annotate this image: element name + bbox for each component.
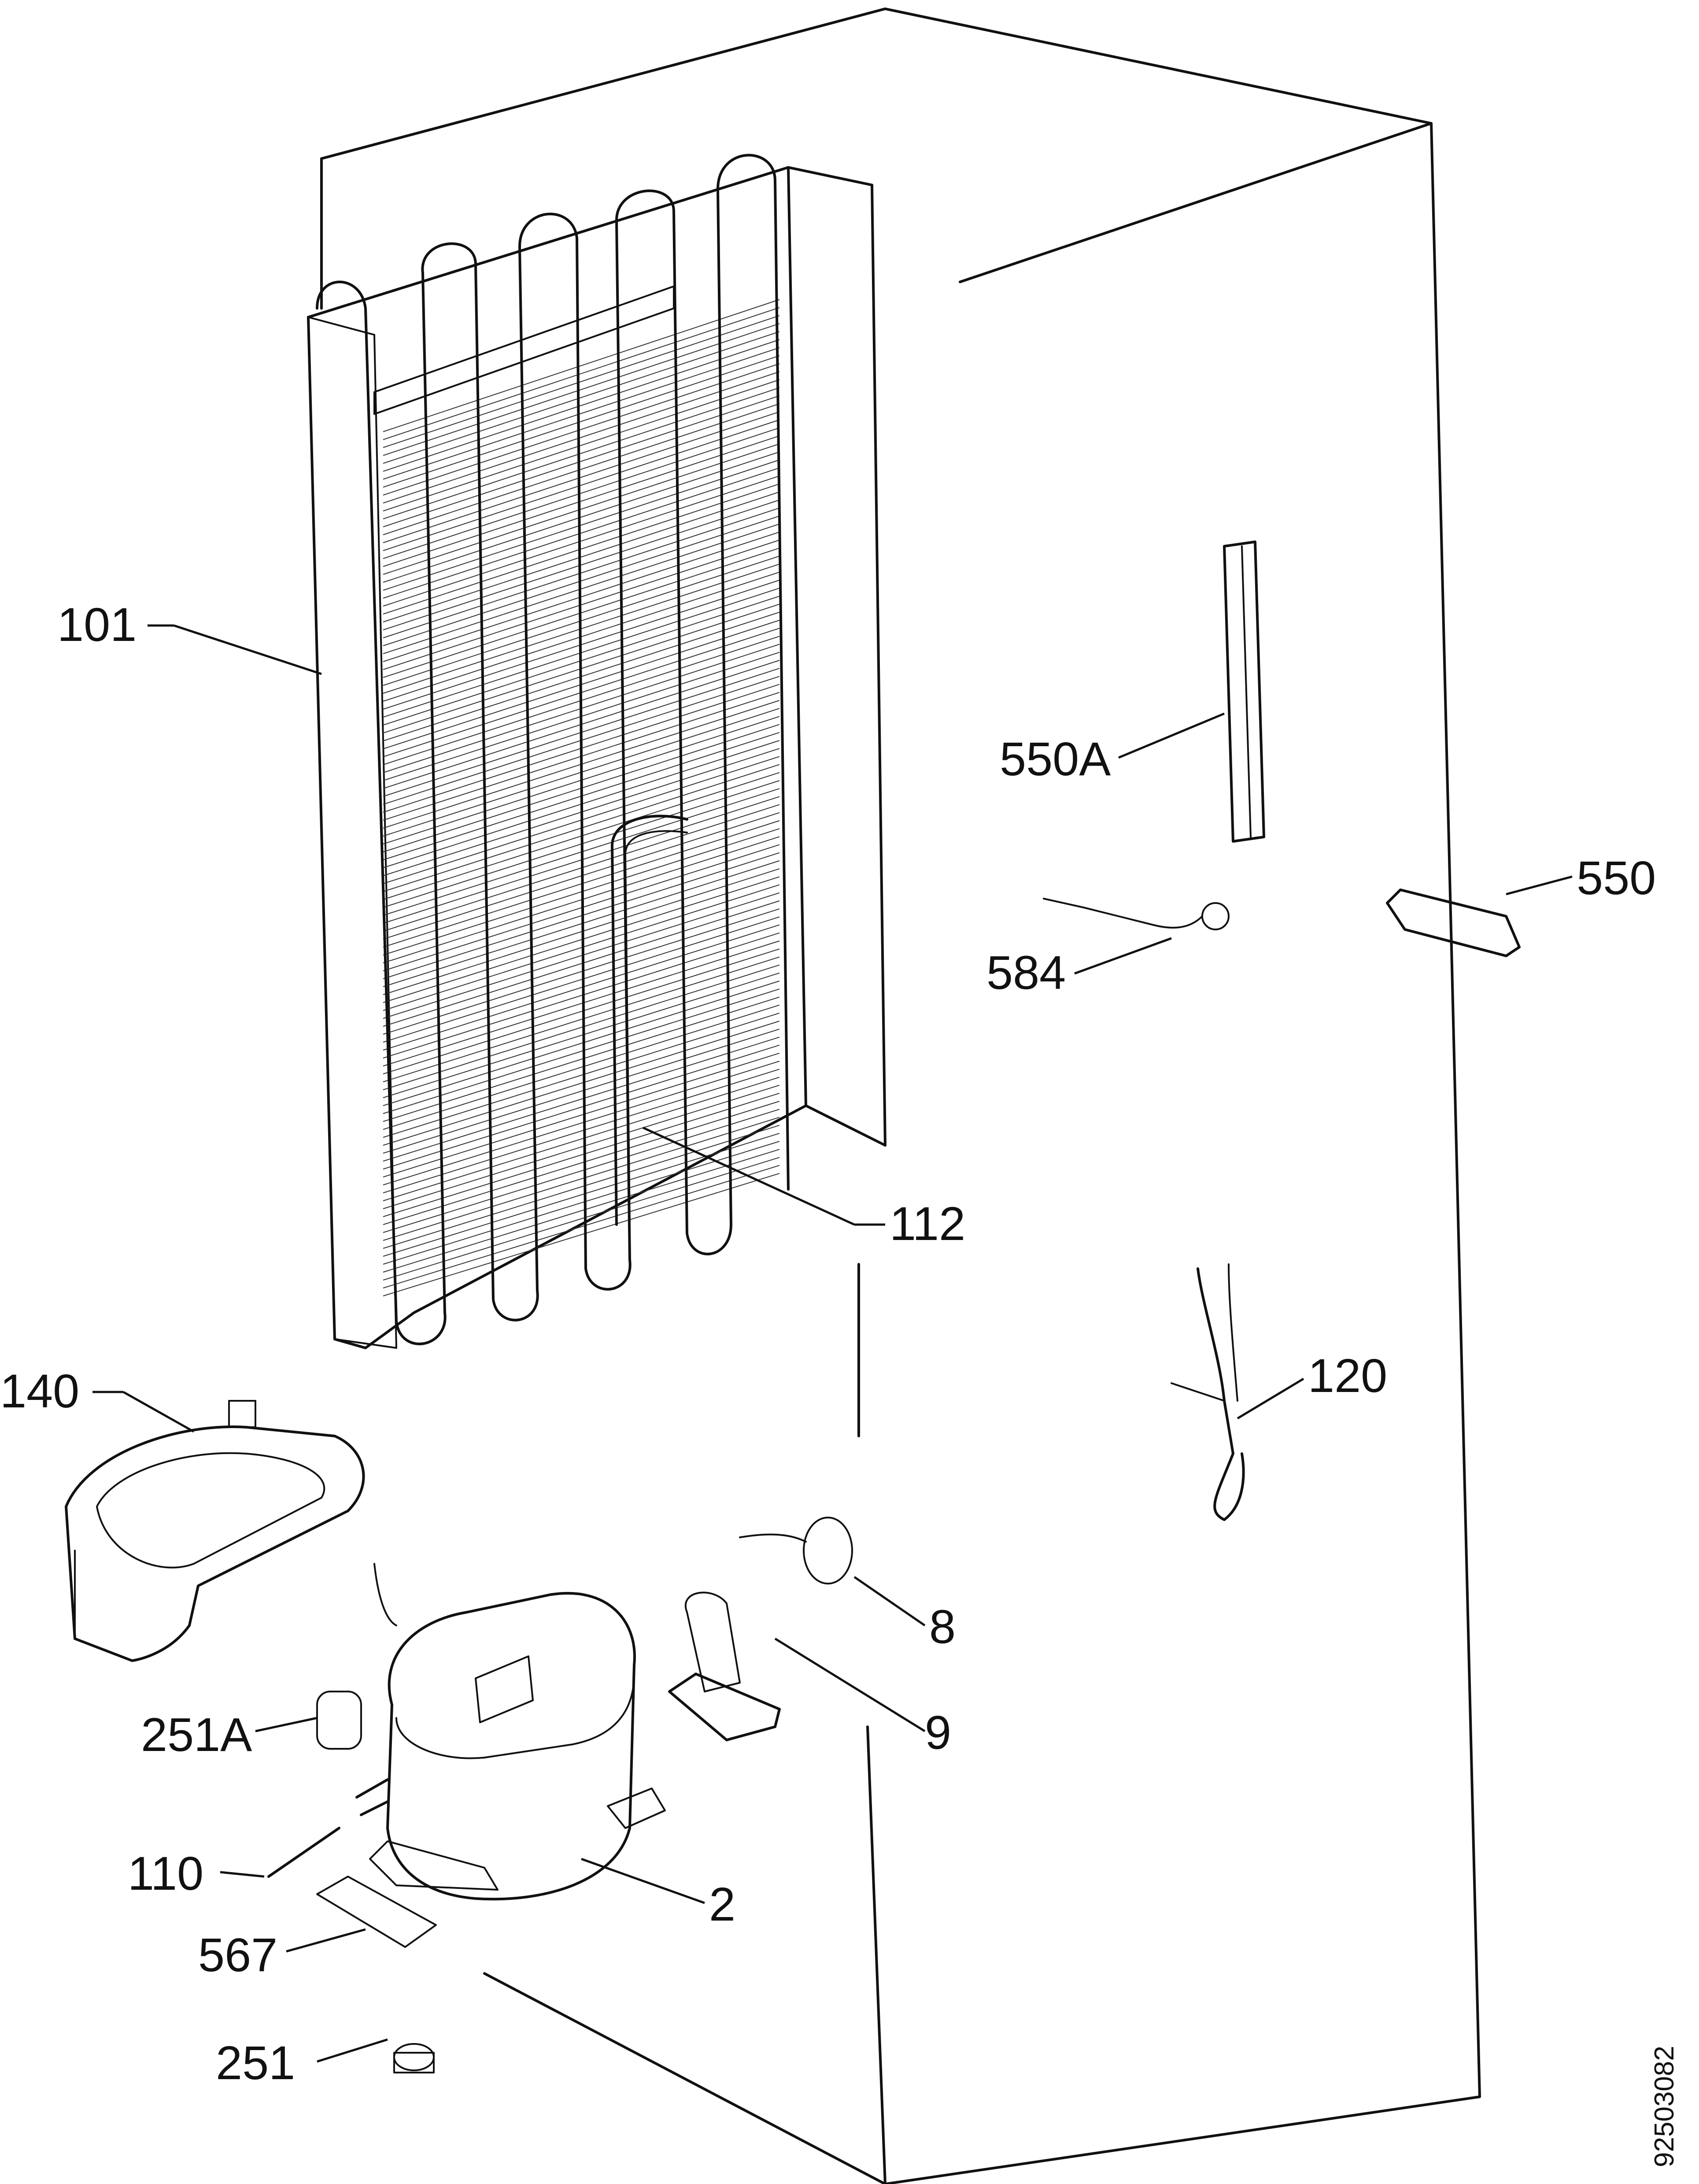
document-number: 92503082 xyxy=(1649,2046,1680,2167)
label-140: 140 xyxy=(0,1364,79,1418)
condenser-fin-line xyxy=(383,491,780,622)
cabinet-outline xyxy=(320,7,1481,2184)
leader-lines xyxy=(92,624,1573,2063)
condenser-fin-line xyxy=(383,371,780,503)
condenser-fin-line xyxy=(383,1173,780,1296)
condenser-fin-line xyxy=(383,1069,780,1193)
condenser-fin-line xyxy=(383,1036,780,1162)
condenser-fin-line xyxy=(383,996,780,1122)
condenser-fin-line xyxy=(383,988,780,1114)
condenser-fin-line xyxy=(383,1092,780,1217)
condenser-fin-line xyxy=(383,1021,780,1146)
condenser-fin-line xyxy=(383,507,780,638)
condenser-fin-line xyxy=(383,1077,780,1201)
condenser-fin-line xyxy=(383,1133,780,1257)
condenser-fin-line xyxy=(383,860,780,987)
condenser-fin-line xyxy=(383,1149,780,1273)
label-112: 112 xyxy=(890,1197,965,1250)
condenser-fin-line xyxy=(383,451,780,583)
condenser-fin-line xyxy=(383,443,780,575)
condenser-fin-line xyxy=(383,323,780,456)
condenser-fin-line xyxy=(383,435,780,567)
condenser-fin-line xyxy=(383,475,780,607)
condenser-fin-line xyxy=(383,932,780,1059)
label-251a: 251A xyxy=(141,1708,252,1761)
condenser-fin-line xyxy=(383,1125,780,1249)
condenser-fin-line xyxy=(383,307,780,440)
condenser-fin-line xyxy=(383,339,780,472)
condenser-fin-line xyxy=(383,331,780,464)
condenser-fin-line xyxy=(383,1029,780,1154)
condenser-fin-line xyxy=(383,924,780,1051)
condenser-fin-line xyxy=(383,531,780,662)
condenser-fin-line xyxy=(383,964,780,1090)
condenser-fin-line xyxy=(383,1165,780,1288)
condenser-fin-line xyxy=(383,868,780,995)
condenser-fin-line xyxy=(383,467,780,599)
label-120: 120 xyxy=(1308,1349,1387,1402)
condenser-fin-line xyxy=(383,379,780,511)
condenser-fin-line xyxy=(383,299,780,432)
condenser-fin-line xyxy=(383,419,780,551)
condenser-fin-line xyxy=(383,363,780,496)
small-parts xyxy=(267,540,1521,2073)
condenser-fin-line xyxy=(383,315,780,448)
label-550: 550 xyxy=(1577,851,1656,904)
condenser-fins xyxy=(383,299,780,1296)
label-9: 9 xyxy=(925,1706,951,1759)
label-251: 251 xyxy=(216,2036,295,2089)
condenser-fin-line xyxy=(383,1101,780,1225)
label-550a: 550A xyxy=(1000,732,1111,785)
label-110: 110 xyxy=(128,1847,203,1900)
label-101: 101 xyxy=(57,598,137,651)
condenser-fin-line xyxy=(383,1061,780,1185)
condenser-fin-line xyxy=(383,411,780,543)
condenser-fin-line xyxy=(383,387,780,519)
label-8: 8 xyxy=(929,1600,956,1653)
condenser-fin-line xyxy=(383,956,780,1082)
drip-tray xyxy=(65,1400,365,1662)
condenser-fin-line xyxy=(383,515,780,646)
condenser-fin-line xyxy=(383,940,780,1066)
condenser-fin-line xyxy=(383,1117,780,1241)
condenser-fin-line xyxy=(383,1141,780,1265)
label-584: 584 xyxy=(986,946,1066,999)
condenser-fin-line xyxy=(383,948,780,1074)
condenser-fin-line xyxy=(383,852,780,979)
condenser-fin-line xyxy=(383,1157,780,1281)
condenser-fin-line xyxy=(383,876,780,1003)
condenser-fin-line xyxy=(383,892,780,1019)
condenser-fin-line xyxy=(383,523,780,654)
condenser-fin-line xyxy=(383,500,780,630)
condenser-fin-line xyxy=(383,884,780,1011)
condenser-fin-line xyxy=(383,1052,780,1177)
condenser-fin-line xyxy=(383,900,780,1027)
condenser-fin-line xyxy=(383,395,780,527)
condenser-fin-line xyxy=(383,347,780,480)
condenser-fin-line xyxy=(383,916,780,1043)
condenser-fin-line xyxy=(383,1085,780,1209)
condenser-fin-line xyxy=(383,981,780,1106)
condenser-fin-line xyxy=(383,355,780,488)
condenser-fin-line xyxy=(383,972,780,1098)
condenser-fin-line xyxy=(383,403,780,535)
condenser-fin-line xyxy=(383,427,780,559)
condenser-fin-line xyxy=(383,483,780,614)
label-567: 567 xyxy=(198,1928,277,1981)
condenser xyxy=(307,154,886,1349)
label-2: 2 xyxy=(709,1877,735,1931)
condenser-fin-line xyxy=(383,459,780,591)
condenser-fin-line xyxy=(383,908,780,1035)
condenser-fin-line xyxy=(383,1044,780,1170)
condenser-fin-line xyxy=(383,1004,780,1130)
condenser-fin-line xyxy=(383,1012,780,1138)
compressor xyxy=(369,1563,666,1901)
condenser-fin-line xyxy=(383,1109,780,1233)
part-labels: 101 112 140 251A 110 567 251 2 9 8 550A … xyxy=(0,598,1680,2167)
